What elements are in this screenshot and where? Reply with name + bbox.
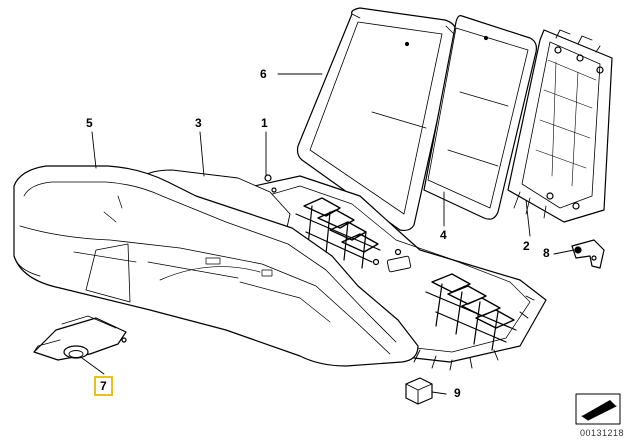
bracket-part bbox=[571, 239, 605, 269]
callout-8: 8 bbox=[543, 246, 550, 260]
backrest-cushion bbox=[296, 7, 457, 232]
backrest-pad bbox=[423, 15, 537, 220]
callout-6: 6 bbox=[260, 67, 267, 81]
small-cover-part bbox=[33, 315, 127, 361]
callout-9: 9 bbox=[454, 386, 461, 400]
callout-3: 3 bbox=[195, 116, 202, 130]
seat-cushion bbox=[13, 165, 419, 367]
callout-2: 2 bbox=[523, 239, 530, 253]
diagram-id: 00131218 bbox=[580, 428, 625, 438]
clip-part bbox=[405, 377, 433, 405]
backrest-frame bbox=[507, 29, 613, 223]
callout-1: 1 bbox=[261, 116, 268, 130]
callout-7-highlighted[interactable]: 7 bbox=[94, 376, 113, 396]
callout-5: 5 bbox=[86, 116, 93, 130]
callout-4: 4 bbox=[440, 228, 447, 242]
arrow-in-box-icon bbox=[575, 393, 621, 425]
leader-lines bbox=[81, 73, 575, 395]
